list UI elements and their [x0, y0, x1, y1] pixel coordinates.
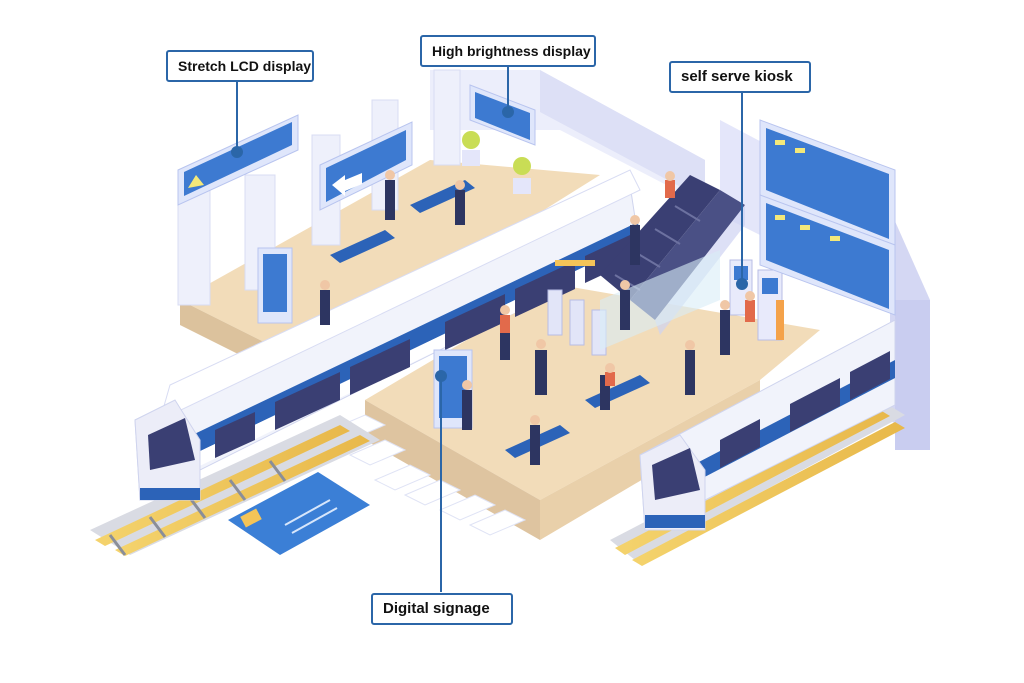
- departure-boards: [759, 119, 896, 316]
- plants: [462, 131, 531, 194]
- passengers: [320, 170, 755, 465]
- stretch-lcd-screen: [177, 114, 299, 206]
- callout-digital-signage: Digital signage: [371, 593, 513, 625]
- callout-stretch-lcd: Stretch LCD display: [166, 50, 314, 82]
- high-brightness-screen: [469, 84, 536, 146]
- right-train: [639, 319, 896, 531]
- callout-leaders: [231, 66, 748, 592]
- arrow-board: [319, 121, 413, 211]
- callout-high-brightness: High brightness display: [420, 35, 596, 67]
- left-train: [134, 169, 641, 501]
- left-track: [90, 415, 380, 556]
- callout-self-serve-kiosk: self serve kiosk: [669, 61, 811, 93]
- credit-card-graphic: [228, 472, 370, 555]
